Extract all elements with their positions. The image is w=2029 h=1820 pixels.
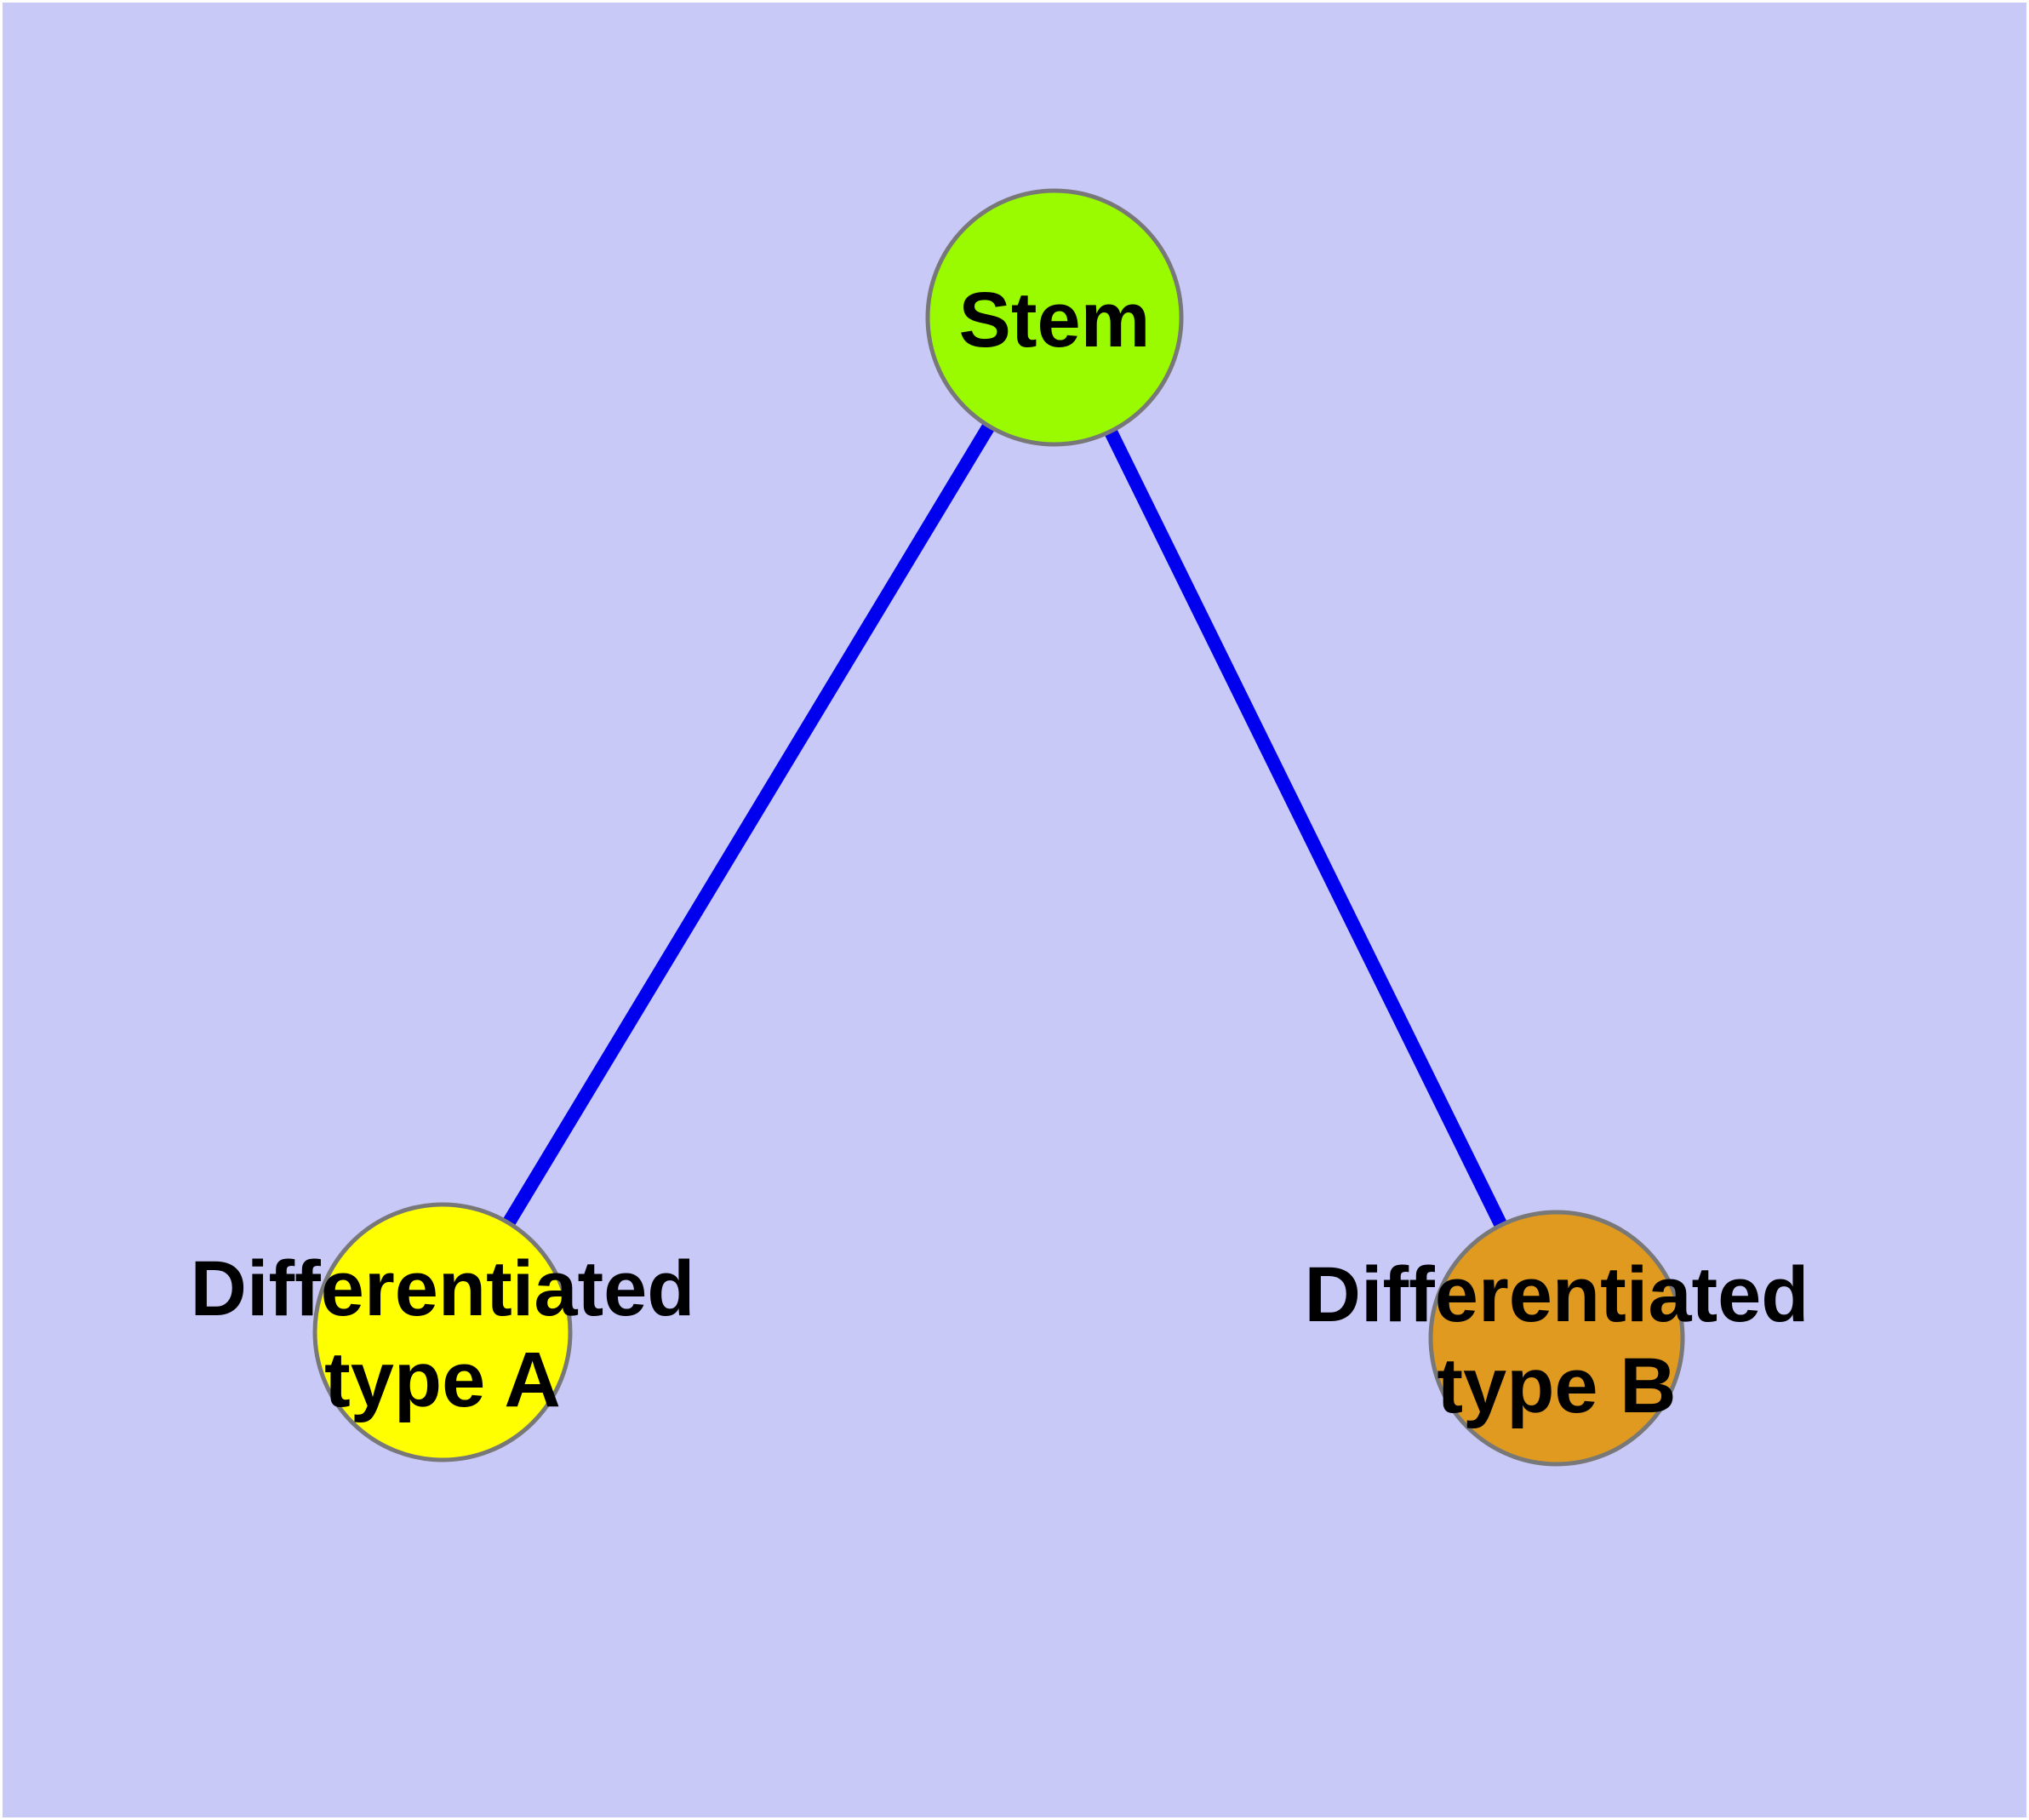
node-type-b-circle <box>1428 1210 1685 1467</box>
node-type-a-label-line1: Differentiated <box>191 1245 695 1332</box>
node-type-a-circle <box>312 1202 573 1462</box>
node-stem-circle <box>925 188 1184 447</box>
edge-stem-to-type-a <box>437 313 1060 1336</box>
node-type-b-label-line2: type B <box>1437 1342 1676 1429</box>
node-stem-label: Stem <box>959 277 1151 363</box>
node-type-b-label-line1: Differentiated <box>1305 1251 1809 1338</box>
edge-stem-to-type-b <box>1048 314 1563 1342</box>
node-type-a-label-line2: type A <box>324 1336 561 1423</box>
